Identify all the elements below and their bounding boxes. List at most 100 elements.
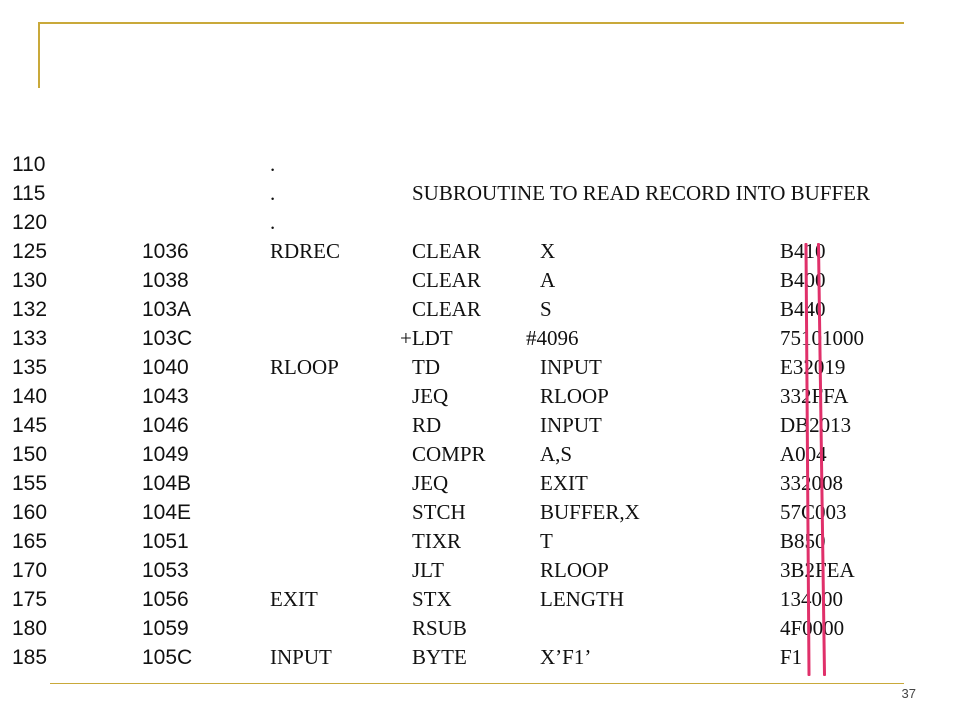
line-number: 175 — [12, 588, 48, 611]
listing-row: 133 103C +LDT #4096 75101000 — [0, 324, 960, 353]
listing-row: 120 . — [0, 208, 960, 237]
opcode: CLEAR — [412, 297, 481, 321]
object-code: 75101000 — [780, 326, 864, 350]
operand: A — [540, 268, 556, 292]
slide-frame-top — [38, 22, 904, 24]
object-code: 3B2FEA — [780, 558, 855, 582]
line-number: 115 — [12, 182, 46, 205]
object-code: 332FFA — [780, 384, 849, 408]
line-number: 135 — [12, 356, 48, 379]
listing-row: 180 1059 RSUB 4F0000 — [0, 614, 960, 643]
location: 1040 — [142, 356, 189, 379]
location: 103C — [142, 327, 193, 350]
label: . — [270, 181, 276, 205]
opcode: JLT — [412, 558, 444, 582]
location: 1036 — [142, 240, 189, 263]
operand: INPUT — [540, 413, 602, 437]
operand: #4096 — [526, 326, 579, 350]
line-number: 185 — [12, 646, 48, 669]
line-number: 110 — [12, 153, 46, 176]
location: 1043 — [142, 385, 189, 408]
opcode: CLEAR — [412, 268, 481, 292]
object-code: DB2013 — [780, 413, 852, 437]
operand: RLOOP — [540, 558, 609, 582]
listing-row: 160 104E STCH BUFFER,X 57C003 — [0, 498, 960, 527]
line-number: 132 — [12, 298, 48, 321]
object-code: F1 — [780, 645, 803, 669]
location: 1038 — [142, 269, 189, 292]
listing-row: 170 1053 JLT RLOOP 3B2FEA — [0, 556, 960, 585]
object-code: 4F0000 — [780, 616, 845, 640]
opcode: COMPR — [412, 442, 486, 466]
listing-row: 125 1036 RDREC CLEAR X B410 — [0, 237, 960, 266]
listing-row: 135 1040 RLOOP TD INPUT E32019 — [0, 353, 960, 382]
label: . — [270, 210, 276, 234]
operand: S — [540, 297, 552, 321]
label: RLOOP — [270, 355, 339, 379]
label: INPUT — [270, 645, 332, 669]
listing-row: 115 . SUBROUTINE TO READ RECORD INTO BUF… — [0, 179, 960, 208]
listing-row: 140 1043 JEQ RLOOP 332FFA — [0, 382, 960, 411]
listing-row: 145 1046 RD INPUT DB2013 — [0, 411, 960, 440]
operand: INPUT — [540, 355, 602, 379]
listing-row: 155 104B JEQ EXIT 332008 — [0, 469, 960, 498]
listing-row: 110 . — [0, 150, 960, 179]
operand: X’F1’ — [540, 645, 592, 669]
opcode: JEQ — [412, 471, 449, 495]
line-number: 165 — [12, 530, 48, 553]
line-number: 180 — [12, 617, 48, 640]
page-number: 37 — [901, 686, 916, 701]
line-number: 145 — [12, 414, 48, 437]
line-number: 155 — [12, 472, 48, 495]
object-code: 57C003 — [780, 500, 847, 524]
object-code: 134000 — [780, 587, 843, 611]
label: RDREC — [270, 239, 341, 263]
listing-row: 175 1056 EXIT STX LENGTH 134000 — [0, 585, 960, 614]
slide-frame-left — [38, 22, 40, 88]
location: 105C — [142, 646, 193, 669]
opcode: +LDT — [400, 326, 453, 350]
location: 1051 — [142, 530, 189, 553]
operand: X — [540, 239, 556, 263]
location: 1056 — [142, 588, 189, 611]
line-number: 150 — [12, 443, 48, 466]
slide-footer-line — [50, 683, 904, 684]
opcode: TIXR — [412, 529, 461, 553]
opcode: STCH — [412, 500, 466, 524]
operand: T — [540, 529, 553, 553]
location: 1053 — [142, 559, 189, 582]
line-number: 120 — [12, 211, 48, 234]
listing-row: 130 1038 CLEAR A B400 — [0, 266, 960, 295]
opcode: TD — [412, 355, 440, 379]
listing-row: 132 103A CLEAR S B440 — [0, 295, 960, 324]
location: 1049 — [142, 443, 189, 466]
line-number: 130 — [12, 269, 48, 292]
location: 1046 — [142, 414, 189, 437]
opcode: RSUB — [412, 616, 467, 640]
opcode: BYTE — [412, 645, 467, 669]
opcode: CLEAR — [412, 239, 481, 263]
listing-row: 165 1051 TIXR T B850 — [0, 527, 960, 556]
line-number: 160 — [12, 501, 48, 524]
object-code: 332008 — [780, 471, 843, 495]
operand: RLOOP — [540, 384, 609, 408]
label: EXIT — [270, 587, 318, 611]
location: 1059 — [142, 617, 189, 640]
listing-row: 150 1049 COMPR A,S A004 — [0, 440, 960, 469]
opcode: STX — [412, 587, 452, 611]
location: 104B — [142, 472, 192, 495]
object-code: E32019 — [780, 355, 846, 379]
opcode: RD — [412, 413, 442, 437]
assembly-listing: 110 . 115 . SUBROUTINE TO READ RECORD IN… — [0, 150, 960, 672]
operand: LENGTH — [540, 587, 624, 611]
object-code: B850 — [780, 529, 826, 553]
label: . — [270, 152, 276, 176]
opcode: JEQ — [412, 384, 449, 408]
line-number: 125 — [12, 240, 48, 263]
line-number: 170 — [12, 559, 48, 582]
operand: A,S — [540, 442, 573, 466]
line-number: 133 — [12, 327, 48, 350]
location: 103A — [142, 298, 192, 321]
comment: SUBROUTINE TO READ RECORD INTO BUFFER — [412, 181, 870, 205]
location: 104E — [142, 501, 192, 524]
